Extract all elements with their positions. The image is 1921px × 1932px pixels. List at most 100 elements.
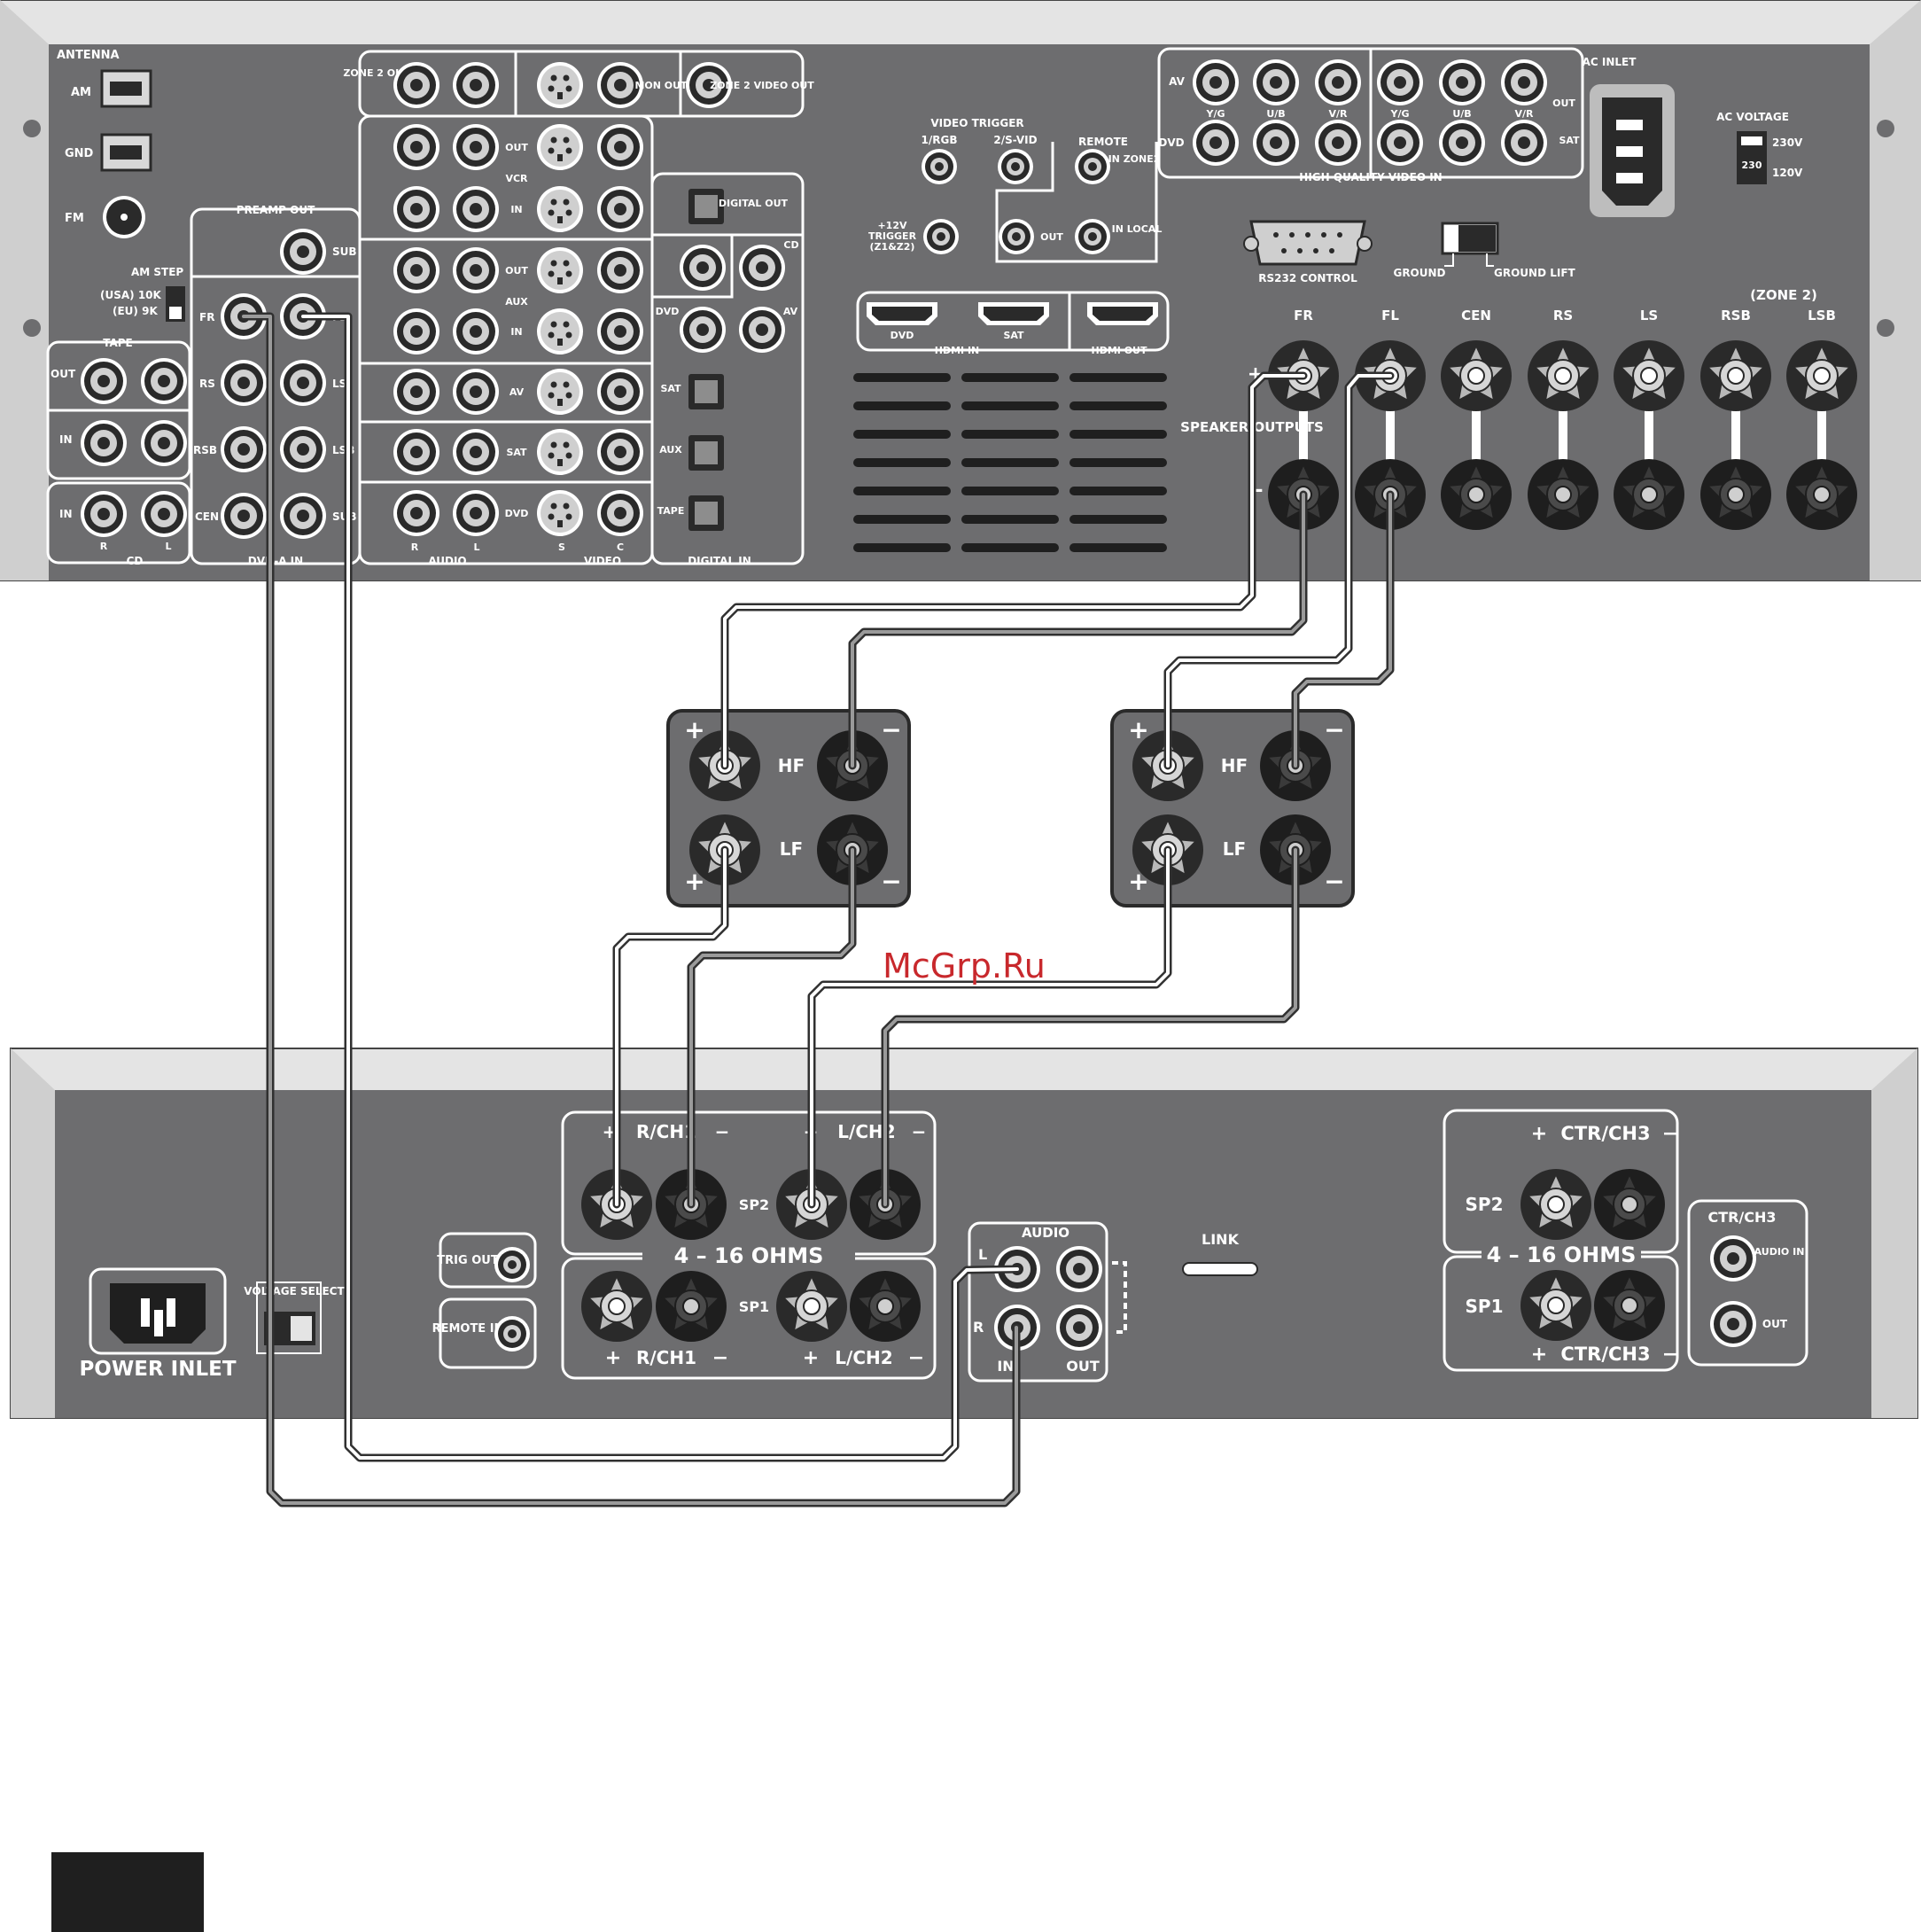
- sat-video[interactable]: [597, 429, 643, 475]
- ctr-sp1-plus[interactable]: [1520, 1269, 1592, 1342]
- vcr-in-svideo[interactable]: [537, 186, 583, 232]
- remote-in-local-jack[interactable]: [1075, 219, 1110, 254]
- amp-audio-out-l[interactable]: [1056, 1246, 1102, 1292]
- ctr-out-jack[interactable]: [1710, 1301, 1756, 1347]
- hq-av-y[interactable]: [1193, 59, 1239, 105]
- dvda-cen-jack[interactable]: [221, 493, 267, 539]
- av-jack-l[interactable]: [453, 369, 499, 415]
- digital-av-coax[interactable]: [739, 307, 785, 353]
- spk-rs-plus[interactable]: [1527, 339, 1599, 412]
- digital-dvd-coax[interactable]: [680, 307, 726, 353]
- tape-in-jack-l[interactable]: [141, 420, 187, 466]
- ctr-sp2-minus[interactable]: [1593, 1168, 1666, 1241]
- amp-sp1-rch1-plus[interactable]: [580, 1270, 653, 1343]
- hq-sat-y[interactable]: [1377, 120, 1423, 166]
- preamp-sub-jack[interactable]: [280, 229, 326, 275]
- hq-av-u[interactable]: [1253, 59, 1299, 105]
- remote-in-zone2-jack[interactable]: [1075, 149, 1110, 184]
- dvd-svideo[interactable]: [537, 490, 583, 536]
- zone2-out-jack-r[interactable]: [393, 62, 439, 108]
- aux-in-video[interactable]: [597, 308, 643, 354]
- hq-av-v[interactable]: [1315, 59, 1361, 105]
- vcr-out-svideo[interactable]: [537, 124, 583, 170]
- remote-in-jack[interactable]: [494, 1316, 530, 1352]
- digital-sat-optical[interactable]: [688, 374, 724, 409]
- trig-out-jack[interactable]: [494, 1247, 530, 1282]
- vcr-out-jack-l[interactable]: [453, 124, 499, 170]
- ac-voltage-switch[interactable]: 230: [1737, 131, 1767, 184]
- hq-sat-v[interactable]: [1501, 120, 1547, 166]
- av-jack-r[interactable]: [393, 369, 439, 415]
- ctr-sp1-minus[interactable]: [1593, 1269, 1666, 1342]
- vcr-in-jack-l[interactable]: [453, 186, 499, 232]
- amp-sp1-rch1-minus[interactable]: [655, 1270, 727, 1343]
- aux-out-jack-r[interactable]: [393, 247, 439, 293]
- av-video[interactable]: [597, 369, 643, 415]
- tape-out-jack-l[interactable]: [141, 358, 187, 404]
- aux-in-jack-l[interactable]: [453, 308, 499, 354]
- dvda-ls-jack[interactable]: [280, 360, 326, 406]
- spk-cen-minus[interactable]: [1440, 458, 1513, 531]
- zone2-out-jack-l[interactable]: [453, 62, 499, 108]
- amp-audio-out-r[interactable]: [1056, 1305, 1102, 1351]
- spk-lsb-plus[interactable]: [1785, 339, 1858, 412]
- ac-inlet-socket[interactable]: [1590, 84, 1675, 217]
- spk-lsb-minus[interactable]: [1785, 458, 1858, 531]
- vcr-in-video[interactable]: [597, 186, 643, 232]
- dvda-rsb-jack[interactable]: [221, 426, 267, 472]
- amp-sp1-lch2-minus[interactable]: [849, 1270, 922, 1343]
- sat-svideo[interactable]: [537, 429, 583, 475]
- dvd-jack-l[interactable]: [453, 490, 499, 536]
- hq-out-y[interactable]: [1377, 59, 1423, 105]
- sat-jack-r[interactable]: [393, 429, 439, 475]
- dvd-video[interactable]: [597, 490, 643, 536]
- spk-rs-minus[interactable]: [1527, 458, 1599, 531]
- ctr-sp2-plus[interactable]: [1520, 1168, 1592, 1241]
- spk-rsb-plus[interactable]: [1699, 339, 1772, 412]
- hq-dvd-v[interactable]: [1315, 120, 1361, 166]
- hdmi-in-dvd-port[interactable]: [867, 302, 937, 325]
- hq-dvd-u[interactable]: [1253, 120, 1299, 166]
- fm-connector[interactable]: [103, 196, 145, 238]
- tape-out-jack-r[interactable]: [81, 358, 127, 404]
- remote-out-jack[interactable]: [999, 219, 1034, 254]
- power-inlet-socket[interactable]: [89, 1267, 227, 1355]
- av-svideo[interactable]: [537, 369, 583, 415]
- ctr-audio-in-jack[interactable]: [1710, 1235, 1756, 1282]
- digital-cd-coax-1[interactable]: [680, 245, 726, 291]
- vcr-in-jack-r[interactable]: [393, 186, 439, 232]
- hdmi-in-sat-port[interactable]: [978, 302, 1049, 325]
- dvd-jack-r[interactable]: [393, 490, 439, 536]
- digital-aux-optical[interactable]: [688, 435, 724, 471]
- hq-sat-u[interactable]: [1439, 120, 1485, 166]
- link-port[interactable]: [1182, 1262, 1258, 1276]
- dvda-rs-jack[interactable]: [221, 360, 267, 406]
- aux-out-svideo[interactable]: [537, 247, 583, 293]
- vcr-out-video[interactable]: [597, 124, 643, 170]
- dvda-sub-jack[interactable]: [280, 493, 326, 539]
- sat-jack-l[interactable]: [453, 429, 499, 475]
- spk-cen-plus[interactable]: [1440, 339, 1513, 412]
- aux-in-jack-r[interactable]: [393, 308, 439, 354]
- trigger12-jack[interactable]: [923, 219, 959, 254]
- dvda-lsb-jack[interactable]: [280, 426, 326, 472]
- amp-sp1-lch2-plus[interactable]: [775, 1270, 848, 1343]
- hq-dvd-y[interactable]: [1193, 120, 1239, 166]
- spk-rsb-minus[interactable]: [1699, 458, 1772, 531]
- trigger-svid-jack[interactable]: [998, 149, 1033, 184]
- hdmi-out-port[interactable]: [1087, 302, 1158, 325]
- ground-lift-switch[interactable]: [1441, 222, 1499, 255]
- aux-in-svideo[interactable]: [537, 308, 583, 354]
- hq-out-u[interactable]: [1439, 59, 1485, 105]
- digital-tape-optical[interactable]: [688, 495, 724, 531]
- cd-jack-r[interactable]: [81, 491, 127, 537]
- hq-out-v[interactable]: [1501, 59, 1547, 105]
- aux-out-jack-l[interactable]: [453, 247, 499, 293]
- tape-in-jack-r[interactable]: [81, 420, 127, 466]
- vcr-out-jack-r[interactable]: [393, 124, 439, 170]
- cd-jack-l[interactable]: [141, 491, 187, 537]
- aux-out-video[interactable]: [597, 247, 643, 293]
- spk-ls-minus[interactable]: [1613, 458, 1685, 531]
- trigger-rgb-jack[interactable]: [922, 149, 957, 184]
- rs232-port[interactable]: [1243, 220, 1373, 266]
